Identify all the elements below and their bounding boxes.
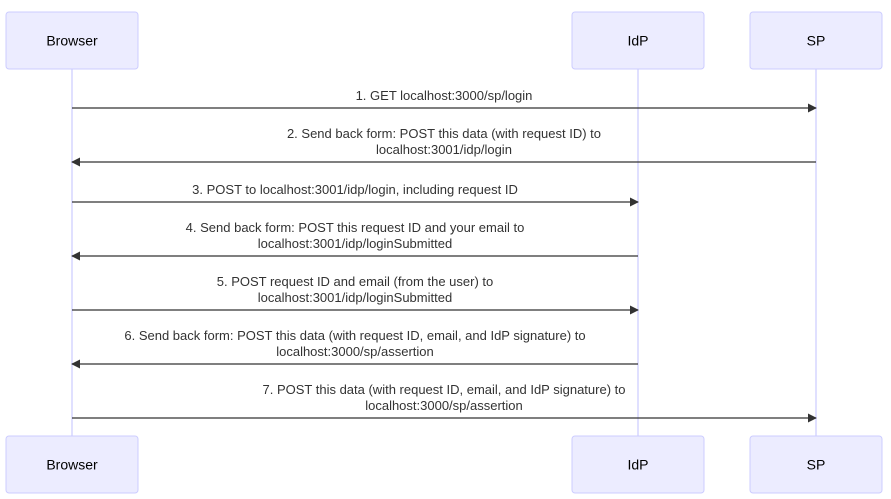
message-label: 3. POST to localhost:3001/idp/login, inc… bbox=[192, 182, 518, 197]
message-label: localhost:3001/idp/loginSubmitted bbox=[258, 236, 452, 251]
message-6: 6. Send back form: POST this data (with … bbox=[71, 328, 638, 369]
actor-box bbox=[749, 11, 883, 70]
message-3: 3. POST to localhost:3001/idp/login, inc… bbox=[72, 182, 639, 207]
message-2: 2. Send back form: POST this data (with … bbox=[71, 126, 816, 167]
actor-label: IdP bbox=[627, 33, 648, 49]
actor-idp-bottom: IdP bbox=[571, 435, 705, 494]
actor-label: IdP bbox=[627, 457, 648, 473]
actor-sp-bottom: SP bbox=[749, 435, 883, 494]
actor-box bbox=[5, 11, 139, 70]
message-label: 7. POST this data (with request ID, emai… bbox=[263, 382, 626, 397]
message-label: 6. Send back form: POST this data (with … bbox=[124, 328, 585, 343]
message-1: 1. GET localhost:3000/sp/login bbox=[72, 88, 817, 113]
actor-idp-top: IdP bbox=[571, 11, 705, 70]
actor-label: SP bbox=[807, 33, 826, 49]
actor-sp-top: SP bbox=[749, 11, 883, 70]
actor-browser-top: Browser bbox=[5, 11, 139, 70]
actor-box bbox=[5, 435, 139, 494]
actor-label: Browser bbox=[46, 33, 98, 49]
actor-box bbox=[749, 435, 883, 494]
message-label: localhost:3000/sp/assertion bbox=[365, 398, 523, 413]
message-label: localhost:3001/idp/loginSubmitted bbox=[258, 290, 452, 305]
actor-label: Browser bbox=[46, 457, 98, 473]
message-5: 5. POST request ID and email (from the u… bbox=[72, 274, 639, 315]
message-label: 1. GET localhost:3000/sp/login bbox=[356, 88, 533, 103]
message-4: 4. Send back form: POST this request ID … bbox=[71, 220, 638, 261]
message-label: localhost:3000/sp/assertion bbox=[276, 344, 434, 359]
actor-box bbox=[571, 11, 705, 70]
actor-browser-bottom: Browser bbox=[5, 435, 139, 494]
message-label: 2. Send back form: POST this data (with … bbox=[287, 126, 601, 141]
message-label: 4. Send back form: POST this request ID … bbox=[186, 220, 525, 235]
message-label: localhost:3001/idp/login bbox=[376, 142, 512, 157]
message-label: 5. POST request ID and email (from the u… bbox=[217, 274, 494, 289]
actor-box bbox=[571, 435, 705, 494]
actor-label: SP bbox=[807, 457, 826, 473]
message-7: 7. POST this data (with request ID, emai… bbox=[72, 382, 817, 423]
